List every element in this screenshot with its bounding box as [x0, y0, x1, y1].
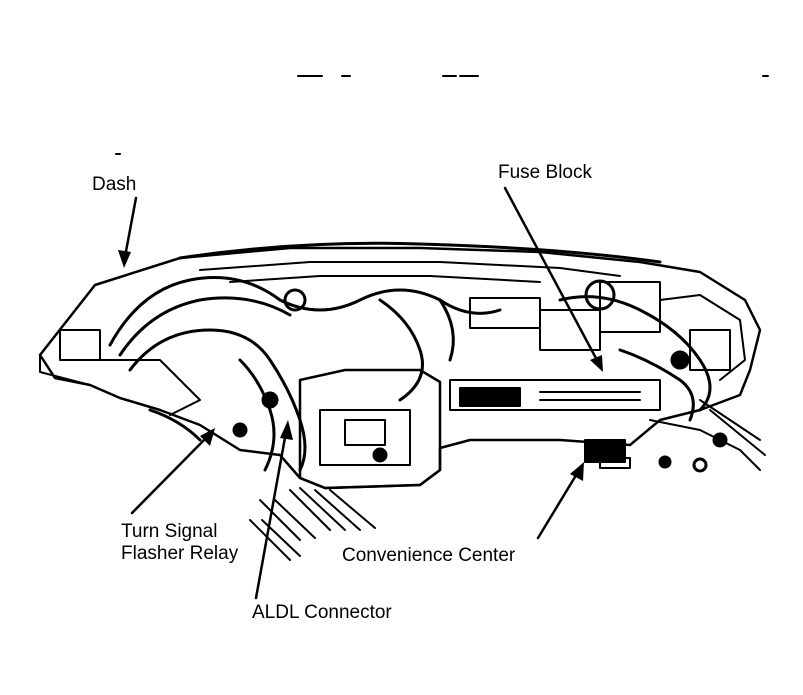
label-turn-signal-line1: Turn Signal	[121, 521, 218, 542]
convenience-center-leader	[536, 470, 580, 540]
turn-signal-leader	[130, 434, 210, 515]
label-aldl-connector: ALDL Connector	[252, 602, 392, 623]
convenience-center-arrowhead	[570, 462, 584, 481]
fuse-block-leader	[503, 186, 600, 364]
label-turn-signal-line2: Flasher Relay	[121, 543, 239, 564]
aldl-leader	[254, 430, 288, 600]
dash-panel	[38, 241, 766, 561]
label-fuse-block: Fuse Block	[498, 162, 592, 183]
aldl-arrowhead	[280, 420, 293, 440]
dash-arrowhead	[118, 250, 131, 268]
fuse-block-arrowhead	[590, 355, 603, 372]
leader-arrows	[118, 186, 603, 600]
scan-marks	[115, 75, 769, 155]
label-dash: Dash	[92, 174, 137, 195]
label-convenience-center: Convenience Center	[342, 545, 516, 566]
label-turn-signal-flasher-relay: Turn Signal Flasher Relay	[121, 521, 238, 565]
turn-signal-arrowhead	[200, 428, 215, 446]
wiring-harness	[108, 276, 728, 473]
